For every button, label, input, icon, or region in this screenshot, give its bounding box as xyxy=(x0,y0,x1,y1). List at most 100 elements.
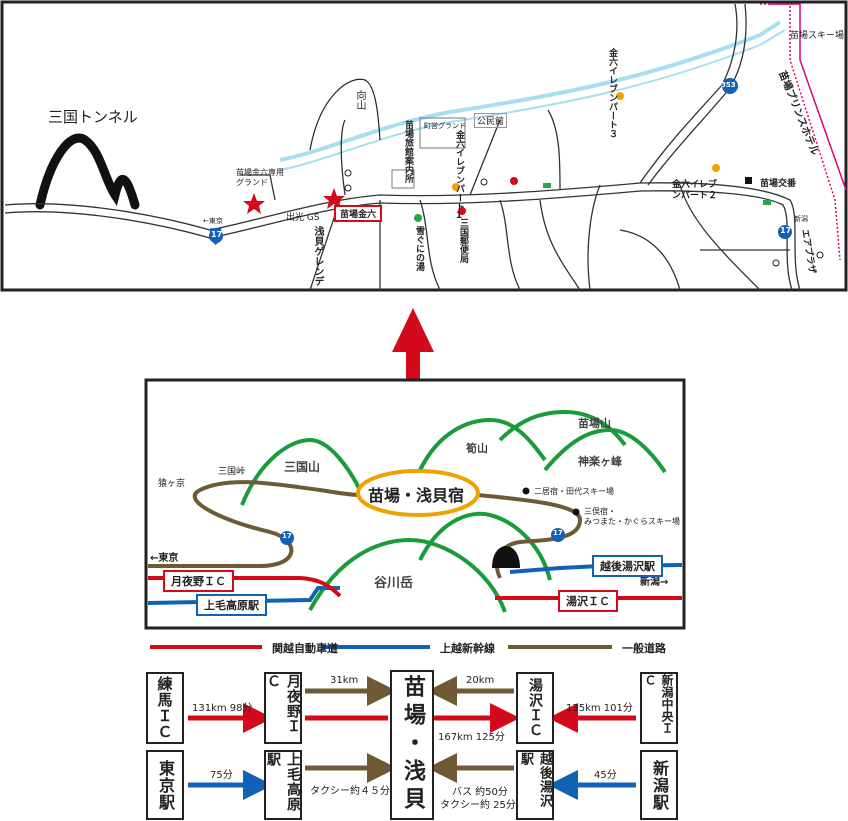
route-17-badge xyxy=(209,229,223,243)
arrow-up-icon xyxy=(392,308,434,448)
boundary-line-2 xyxy=(770,3,847,191)
river xyxy=(279,20,782,162)
box-tsukiyono: 月夜野ＩＣ xyxy=(264,672,302,744)
poi-icon-5 xyxy=(816,251,824,259)
signal-icon-2 xyxy=(763,200,771,205)
label-overview-to-niigata: 新潟→ xyxy=(640,577,669,588)
dist-yuzawa: 20km xyxy=(466,675,495,686)
shinkansen-east xyxy=(509,563,683,574)
route-17-badge-overview-2 xyxy=(551,528,565,542)
overview-frame xyxy=(144,378,686,630)
label-yukiguni-yu: 雪ぐにの湯 xyxy=(414,226,424,271)
ski-dot-futai xyxy=(522,487,530,495)
shinkansen-west xyxy=(147,586,340,605)
box-echigoyuzawa: 越後湯沢駅 xyxy=(516,750,554,820)
dist-tsukiyono: 31km xyxy=(330,675,359,686)
label-mukaiyama: 向山 xyxy=(354,90,365,110)
label-overview-route17: 17 xyxy=(282,532,292,540)
poi-icon-4 xyxy=(772,259,780,267)
label-kominkan: 公民館 xyxy=(474,113,508,128)
label-overview-to-tokyo: ←東京 xyxy=(150,553,179,564)
ski-dot-mitsumata xyxy=(572,508,580,516)
police-icon xyxy=(745,177,752,184)
route-353-badge xyxy=(722,78,738,94)
label-asakai-gelande: 浅貝ゲレンデ xyxy=(312,226,323,286)
poi-icon xyxy=(344,184,352,192)
dist-tokyo: 75分 xyxy=(210,770,233,781)
label-idemitsu: 出光 GS xyxy=(286,213,320,223)
box-jomokogen: 上毛高原駅 xyxy=(264,750,302,820)
label-tanigawadake: 谷川岳 xyxy=(374,576,414,591)
tunnel-icon xyxy=(492,546,520,568)
ryokan-outline xyxy=(391,169,415,189)
box-center: 苗場・浅貝 xyxy=(390,670,434,820)
label-kinroku-ground: 苗場金六専用グランド xyxy=(236,168,284,187)
label-tsukiyono-ic: 月夜野ＩＣ xyxy=(163,570,234,592)
label-kinroku-eleven-1: 金六イレブンパート1 xyxy=(454,130,464,221)
label-naeba-ski: 苗場スキー場 xyxy=(790,31,845,41)
temple-icon xyxy=(510,177,518,185)
box-niigata-chuo: 新潟中央ＩＣ xyxy=(640,672,678,744)
dist-taxi-jomo: タクシー約４５分 xyxy=(310,786,390,797)
label-sarugakyo: 猿ヶ京 xyxy=(158,479,186,489)
label-route17: 17 xyxy=(211,230,223,239)
label-kinroku: 苗場金六 xyxy=(334,205,383,222)
mukaiyama-contour xyxy=(309,78,381,151)
label-kinroku-eleven-2: 金六イレブンパート２ xyxy=(672,180,718,201)
box-tokyo-eki: 東京駅 xyxy=(146,750,184,820)
box-nerima: 練馬ＩＣ xyxy=(146,672,184,744)
box-yuzawa: 湯沢ＩＣ xyxy=(516,672,554,744)
dist-niigata-chuo: 135km 101分 xyxy=(566,703,633,714)
box-niigata-eki: 新潟駅 xyxy=(640,750,678,820)
legend-road: 一般道路 xyxy=(622,642,666,655)
detail-map-frame xyxy=(0,0,848,292)
post-office-icon xyxy=(458,207,466,215)
center-label: 苗場・浅貝宿 xyxy=(368,486,465,505)
label-futai-ski: 二居宿・田代スキー場 xyxy=(534,487,614,496)
legend-shinkansen: 上越新幹線 xyxy=(440,642,495,655)
route-17-badge-2 xyxy=(778,225,792,239)
dist-taxi-echigo: タクシー約 25分 xyxy=(440,800,516,811)
dist-niigata-eki: 45分 xyxy=(594,770,617,781)
label-echigoyuzawa-eki: 越後湯沢駅 xyxy=(592,555,663,577)
detail-map-svg xyxy=(0,0,848,292)
label-kaikan: 町営グランド xyxy=(424,122,466,130)
star-kinroku-ground xyxy=(243,193,265,214)
expressway-west xyxy=(148,576,342,598)
label-post-office: 三国郵便局 xyxy=(458,218,468,263)
onsen-icon xyxy=(414,214,422,222)
label-yuzawa-ic: 湯沢ＩＣ xyxy=(558,590,618,612)
label-kagura: 神楽ヶ峰 xyxy=(578,455,622,468)
general-road xyxy=(148,480,583,579)
label-route353: 353 xyxy=(721,81,736,89)
poi-icon-3 xyxy=(480,178,488,186)
route-17-badge-overview xyxy=(280,531,294,545)
label-overview-route17-2: 17 xyxy=(553,529,563,537)
label-mikuniyama: 三国山 xyxy=(284,460,321,474)
label-niigata-arrow: 新潟 xyxy=(794,215,808,223)
store-icon xyxy=(452,183,460,191)
center-ring xyxy=(356,469,480,517)
poi-icon-2 xyxy=(344,169,352,177)
label-ryokan-annai: 苗場旅館案内所 xyxy=(403,120,413,183)
label-route17-2: 17 xyxy=(780,226,792,235)
mountain-outlines xyxy=(240,409,667,613)
label-mikunitoge: 三国峠 xyxy=(218,467,246,477)
label-takenokoyama: 筍山 xyxy=(466,442,488,455)
river-bank xyxy=(279,29,786,171)
store-icon-2 xyxy=(712,164,720,172)
label-tunnel: 三国トンネル xyxy=(48,108,138,126)
label-mitsumata-ski: 三俣宿・ みつまた・かぐらスキー場 xyxy=(584,507,680,526)
dist-bus: バス 約50分 xyxy=(452,787,508,798)
town-ground-outline xyxy=(419,117,466,149)
signal-icon xyxy=(543,183,551,188)
label-naebasan: 苗場山 xyxy=(578,417,611,430)
legend-expressway: 関越自動車道 xyxy=(272,642,338,655)
label-kinroku-eleven-3: 金六イレブンパート３ xyxy=(607,48,617,138)
label-jomokogen-eki: 上毛高原駅 xyxy=(196,594,267,616)
dist-through: 167km 125分 xyxy=(438,732,505,743)
label-to-tokyo: ←東京 xyxy=(203,217,223,225)
detail-map: 三国トンネル 向山 苗場スキー場 苗場プリンスホテル 苗場金六専用グランド ←東… xyxy=(0,0,848,292)
dist-nerima: 131km 98分 xyxy=(192,703,253,714)
store-icon-3 xyxy=(616,92,624,100)
